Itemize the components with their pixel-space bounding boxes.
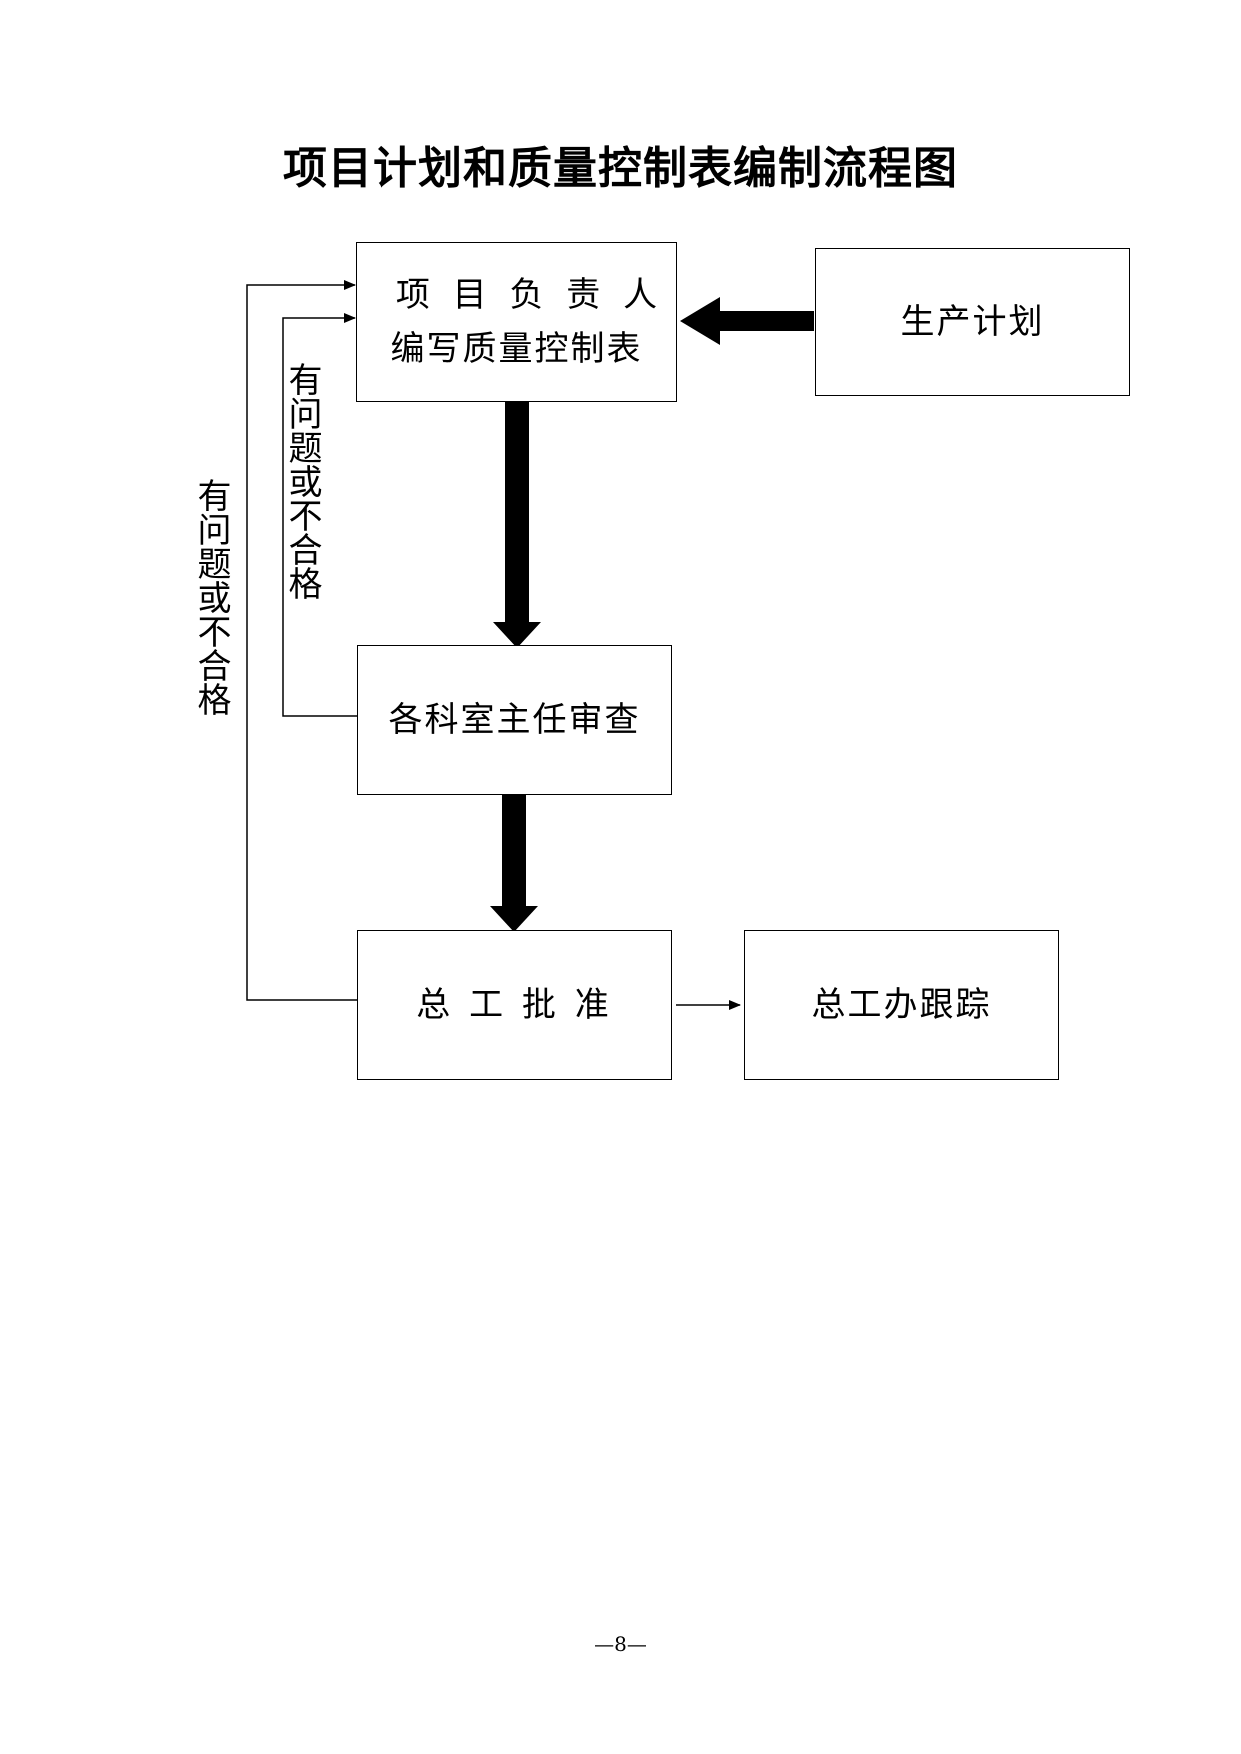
node-approval: 总 工 批 准 bbox=[357, 930, 672, 1080]
diagram-title: 项目计划和质量控制表编制流程图 bbox=[283, 143, 958, 194]
node-tracking: 总工办跟踪 bbox=[744, 930, 1059, 1080]
feedback-label-inner: 有问题或不合格 bbox=[282, 362, 322, 600]
node-author-line1: 项 目 负 责 人 bbox=[395, 274, 664, 315]
node-production-plan-label: 生产计划 bbox=[900, 301, 1045, 342]
node-production-plan: 生产计划 bbox=[815, 248, 1130, 396]
arrow-author-to-review bbox=[493, 402, 541, 648]
node-tracking-label: 总工办跟踪 bbox=[811, 984, 992, 1025]
node-review: 各科室主任审查 bbox=[357, 645, 672, 795]
node-author: 项 目 负 责 人 编写质量控制表 bbox=[356, 242, 677, 402]
feedback-loop-inner bbox=[282, 313, 357, 717]
node-review-label: 各科室主任审查 bbox=[388, 699, 641, 740]
node-author-line2: 编写质量控制表 bbox=[390, 329, 643, 369]
feedback-loop-outer bbox=[246, 280, 357, 1001]
arrow-plan-to-author bbox=[680, 297, 814, 345]
page-number: —8— bbox=[594, 1632, 647, 1656]
node-approval-label: 总 工 批 准 bbox=[416, 984, 613, 1025]
feedback-label-outer: 有问题或不合格 bbox=[191, 478, 231, 716]
arrow-review-to-approval bbox=[490, 795, 538, 932]
